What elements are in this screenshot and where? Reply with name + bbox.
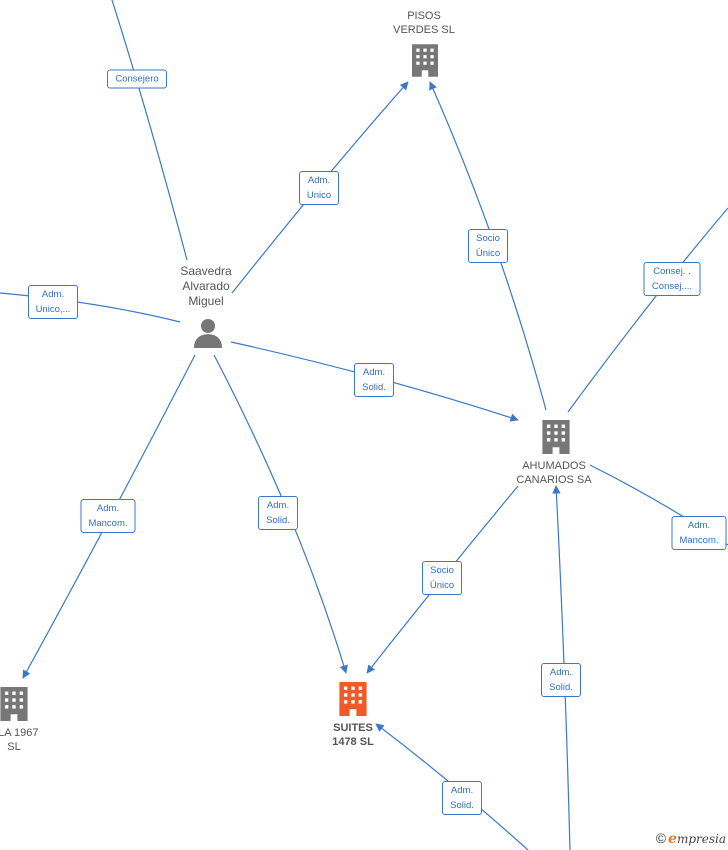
- edge-label-adm-mancom-ola[interactable]: Adm. Mancom.: [80, 499, 136, 533]
- node-label-ahumados[interactable]: AHUMADOS CANARIOS SA: [516, 460, 592, 486]
- person-icon-saavedra[interactable]: [194, 319, 222, 348]
- edge-label-adm-solid-bottom[interactable]: Adm. Solid.: [442, 781, 482, 815]
- node-label-ola[interactable]: OLA 1967 SL: [0, 727, 39, 753]
- edge-label-adm-solid-suites[interactable]: Adm. Solid.: [258, 496, 298, 530]
- edge-label-adm-unico-left[interactable]: Adm. Unico,...: [28, 285, 78, 319]
- edge-label-consej[interactable]: Consej. . Consej....: [643, 262, 701, 296]
- edge-label-consejero[interactable]: Consejero: [107, 69, 167, 89]
- edge-label-adm-solid-bottom-right[interactable]: Adm. Solid.: [541, 663, 581, 697]
- copyright-symbol: ©: [655, 830, 667, 846]
- edge-label-adm-solid-ahumados[interactable]: Adm. Solid.: [354, 363, 394, 397]
- edge-label-adm-unico-pisos[interactable]: Adm. Unico: [299, 171, 339, 205]
- edge-label-socio-unico-suites[interactable]: Socio Único: [422, 561, 462, 595]
- empresia-watermark: ©empresia: [656, 830, 726, 847]
- building-icon-ahumados[interactable]: [542, 420, 570, 454]
- building-icon-pisos[interactable]: [412, 44, 438, 77]
- empresia-logo: empresia: [668, 831, 726, 847]
- node-label-pisos[interactable]: PISOS VERDES SL: [393, 10, 455, 36]
- node-label-suites[interactable]: SUITES 1478 SL: [332, 722, 374, 748]
- edge-label-adm-mancom-right[interactable]: Adm. Mancom.: [671, 516, 727, 550]
- edge-label-socio-unico-pisos[interactable]: Socio Único: [468, 229, 508, 263]
- building-icon-ola[interactable]: [0, 687, 28, 721]
- edge-adm-unico-left: [0, 292, 181, 323]
- edge-consej: [567, 207, 728, 413]
- building-icon-suites[interactable]: [339, 682, 367, 716]
- edge-consejero: [111, 0, 188, 261]
- node-label-saavedra[interactable]: Saavedra Alvarado Miguel: [180, 264, 232, 308]
